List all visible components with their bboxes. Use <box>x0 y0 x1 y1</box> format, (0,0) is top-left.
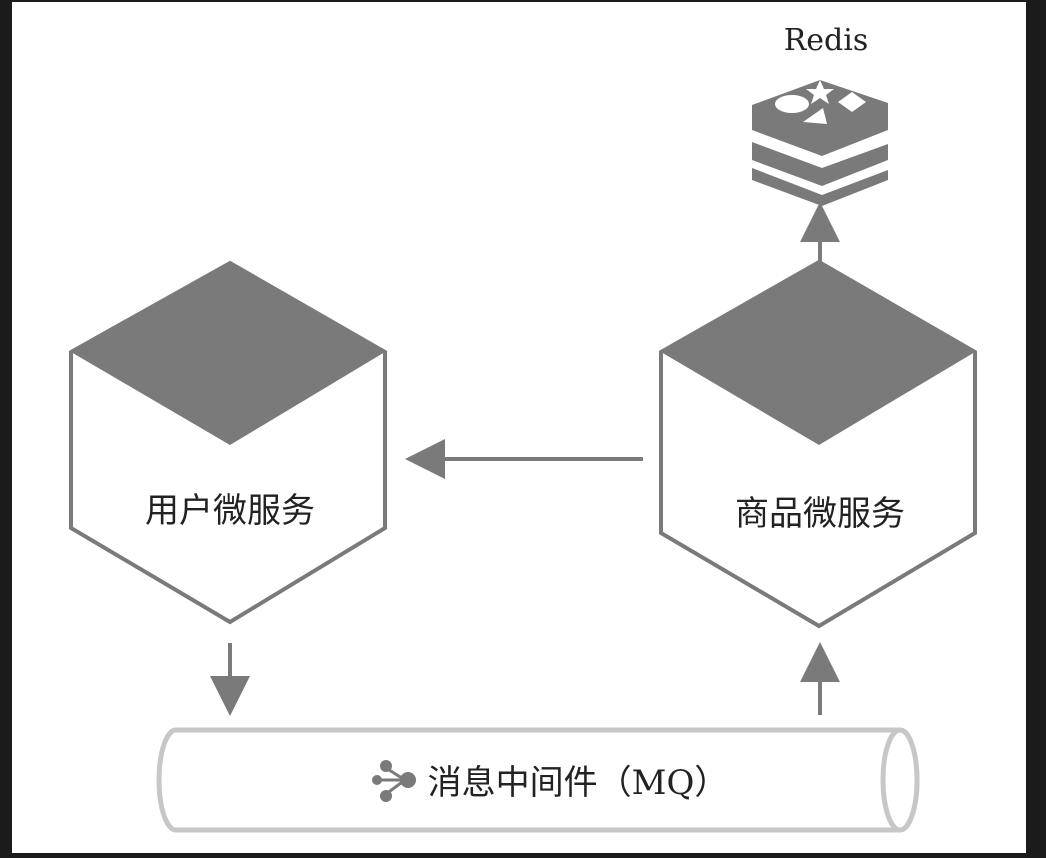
product-service-label: 商品微服务 <box>735 494 905 534</box>
user-service-node: 用户微服务 <box>69 260 387 625</box>
product-service-node: 商品微服务 <box>659 259 977 629</box>
user-service-hex-top <box>71 263 385 445</box>
network-nodes-icon <box>372 760 416 802</box>
mq-pipe <box>156 727 920 833</box>
mq-label: 消息中间件（MQ） <box>428 763 729 803</box>
user-service-label: 用户微服务 <box>145 491 315 531</box>
redis-stack-icon <box>752 80 888 206</box>
mq-pipe-right-cap <box>880 727 920 833</box>
redis-label: Redis <box>784 23 869 58</box>
product-service-hex-top <box>661 262 975 445</box>
